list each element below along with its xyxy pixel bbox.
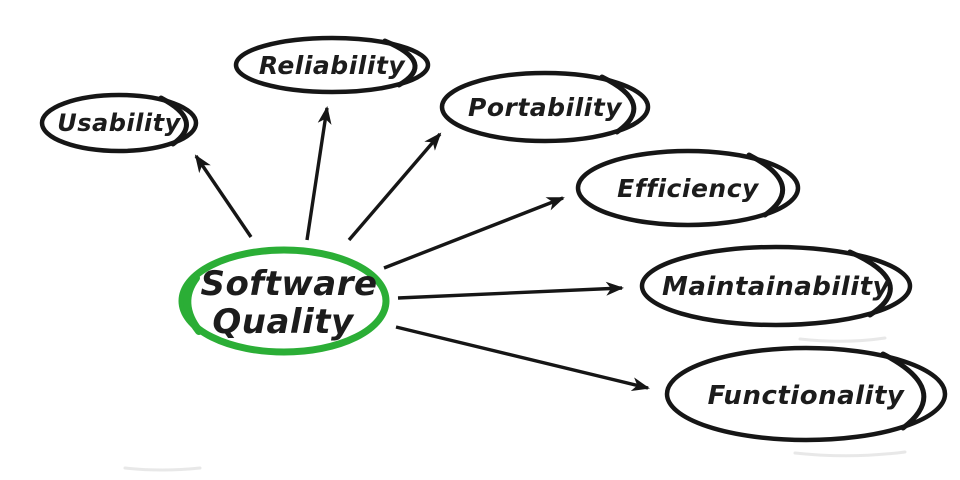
- arrows: [194, 106, 650, 392]
- smudge-bottom-left: [123, 466, 202, 472]
- software-quality-ellipse-tail: [183, 274, 203, 335]
- node-usability: Usability: [39, 92, 199, 154]
- portability-ellipse-tail: [599, 74, 637, 135]
- reliability-ellipse: [233, 35, 431, 95]
- arrow-to-reliability: [305, 106, 332, 241]
- functionality-ellipse-tail: [880, 351, 927, 431]
- portability-ellipse: [439, 70, 651, 144]
- usability-ellipse: [39, 92, 199, 154]
- node-software-quality: Software Quality: [178, 246, 390, 356]
- smudge-under-functionality: [793, 450, 907, 458]
- efficiency-ellipse: [575, 148, 801, 228]
- software-quality-label-line2: Quality: [212, 302, 355, 342]
- arrow-to-maintainability: [397, 281, 624, 300]
- node-functionality: Functionality: [664, 345, 948, 443]
- usability-label: Usability: [57, 109, 181, 137]
- arrow-to-efficiency: [383, 196, 565, 270]
- node-efficiency: Efficiency: [575, 148, 801, 228]
- efficiency-label: Efficiency: [617, 174, 760, 203]
- usability-ellipse-tail: [158, 95, 189, 147]
- functionality-ellipse: [664, 345, 948, 443]
- functionality-label: Functionality: [708, 381, 905, 411]
- maintainability-label: Maintainability: [662, 272, 891, 302]
- software-quality-label-line1: Software: [200, 264, 377, 304]
- arrow-to-usability: [194, 154, 253, 238]
- background-smudges: [123, 336, 907, 472]
- arrow-to-functionality: [395, 325, 650, 392]
- arrow-to-portability: [347, 132, 442, 242]
- efficiency-ellipse-tail: [746, 152, 786, 218]
- portability-label: Portability: [468, 93, 623, 122]
- node-maintainability: Maintainability: [639, 244, 913, 328]
- maintainability-ellipse-tail: [847, 249, 893, 318]
- software-quality-ellipse: [178, 246, 390, 356]
- smudge-under-maintainability: [798, 336, 887, 343]
- maintainability-ellipse: [639, 244, 913, 328]
- node-portability: Portability: [439, 70, 651, 144]
- reliability-label: Reliability: [259, 51, 407, 80]
- node-reliability: Reliability: [233, 35, 431, 95]
- reliability-ellipse-tail: [382, 38, 418, 88]
